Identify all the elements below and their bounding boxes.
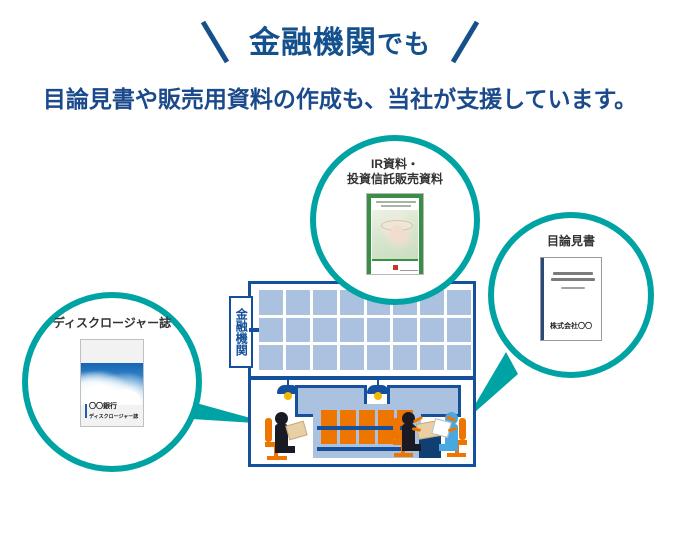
slash-right-icon bbox=[450, 20, 480, 64]
shelf-item bbox=[321, 428, 337, 444]
window bbox=[259, 317, 283, 343]
window bbox=[447, 290, 471, 315]
window bbox=[312, 290, 337, 315]
floor-divider bbox=[251, 376, 473, 380]
callout-ir-title: IR資料・ 投資信託販売資料 bbox=[347, 157, 443, 187]
page-title-main: 金融機関 bbox=[248, 24, 377, 60]
building-sign-label: 金融機関 bbox=[234, 308, 249, 356]
window bbox=[259, 290, 283, 315]
window bbox=[447, 345, 471, 370]
building-sign: 金融機関 bbox=[229, 296, 253, 368]
window-grid bbox=[259, 290, 471, 370]
window bbox=[285, 290, 310, 315]
callout-disclosure[interactable]: ディスクロージャー誌 〇〇銀行 ディスクロージャー誌 bbox=[22, 292, 202, 472]
disclosure-magazine-cover: 〇〇銀行 ディスクロージャー誌 bbox=[80, 339, 144, 427]
window bbox=[259, 345, 283, 370]
window bbox=[285, 317, 310, 343]
window bbox=[285, 345, 310, 370]
shelf-rail bbox=[317, 447, 417, 451]
shelf-rail bbox=[317, 426, 417, 430]
window bbox=[312, 345, 337, 370]
window bbox=[312, 317, 337, 343]
window bbox=[339, 317, 364, 343]
page-subtitle: 目論見書や販売用資料の作成も、当社が支援しています。 bbox=[42, 86, 638, 112]
page-title: 金融機関でも bbox=[249, 27, 431, 58]
wall-panel bbox=[387, 385, 461, 417]
shelf-item bbox=[378, 410, 394, 426]
shelf-item bbox=[378, 428, 394, 444]
callout-prospectus[interactable]: 目論見書 株式会社〇〇 bbox=[488, 212, 654, 378]
window bbox=[420, 345, 445, 370]
held-document bbox=[285, 420, 308, 441]
hanging-lamp-icon bbox=[367, 380, 389, 402]
disclosure-line2: ディスクロージャー誌 bbox=[89, 414, 139, 420]
callout-disclosure-title: ディスクロージャー誌 bbox=[52, 316, 172, 330]
hanging-lamp-icon bbox=[277, 380, 299, 402]
shelf-item bbox=[340, 410, 356, 426]
financial-institution-building: 金融機関 bbox=[229, 281, 476, 467]
window bbox=[393, 317, 418, 343]
prospectus-footer: 株式会社〇〇 bbox=[550, 323, 592, 330]
shelf-item bbox=[321, 410, 337, 426]
face-shape bbox=[391, 225, 403, 239]
window bbox=[339, 345, 364, 370]
callout-ir[interactable]: IR資料・ 投資信託販売資料 bbox=[310, 135, 480, 305]
window bbox=[420, 317, 445, 343]
sky-photo bbox=[81, 363, 143, 405]
person-customer-left bbox=[265, 408, 311, 460]
brochure-logo bbox=[393, 265, 398, 270]
page-title-suffix: でも bbox=[376, 28, 431, 59]
document-spine bbox=[541, 258, 544, 340]
callout-ir-title-line2: 投資信託販売資料 bbox=[346, 172, 443, 186]
window bbox=[366, 345, 391, 370]
ir-brochure-cover bbox=[366, 193, 424, 275]
callout-ir-title-line1: IR資料・ bbox=[370, 157, 419, 171]
building-sign-arm bbox=[249, 328, 263, 332]
headline-row: 金融機関でも bbox=[0, 18, 680, 66]
accent-bar bbox=[85, 404, 87, 418]
window bbox=[393, 345, 418, 370]
shelf-item bbox=[359, 410, 375, 426]
prospectus-document-cover: 株式会社〇〇 bbox=[540, 257, 602, 341]
disclosure-line1: 〇〇銀行 bbox=[89, 403, 117, 410]
shelf-item bbox=[359, 428, 375, 444]
window bbox=[366, 317, 391, 343]
connector-prospectus bbox=[466, 352, 518, 420]
consultation-group bbox=[391, 404, 469, 460]
slash-left-icon bbox=[200, 20, 230, 64]
shelf-item bbox=[340, 428, 356, 444]
window bbox=[447, 317, 471, 343]
callout-prospectus-title: 目論見書 bbox=[546, 234, 595, 248]
